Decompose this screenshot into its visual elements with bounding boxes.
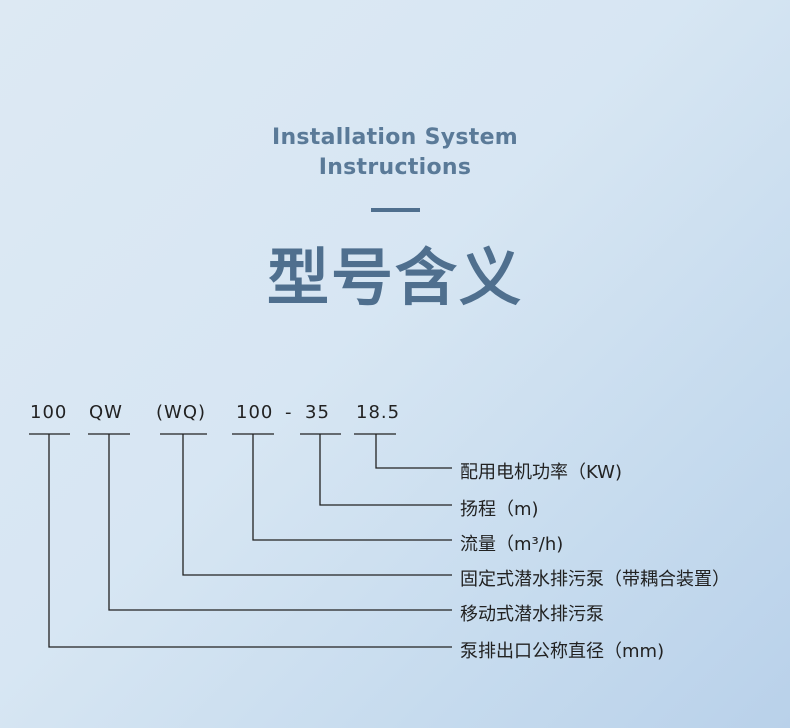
meaning-motor-power: 配用电机功率（KW) (460, 462, 622, 483)
connector-diameter (48, 434, 452, 648)
connector-fixed (182, 434, 452, 576)
connector-flow (252, 434, 452, 541)
subtitle-line-1: Installation System (271, 125, 519, 150)
meaning-fixed-pump: 固定式潜水排污泵（带耦合装置） (460, 569, 730, 590)
meaning-flow: 流量（m³/h) (460, 534, 564, 555)
connector-mobile (108, 434, 452, 611)
subtitle-line-2: Instructions (318, 155, 472, 180)
code-segment-diameter: 100 (30, 402, 68, 423)
code-segment-head: 35 (305, 402, 330, 423)
title-divider (371, 208, 420, 212)
code-segment-power: 18.5 (356, 402, 401, 423)
meaning-mobile-pump: 移动式潜水排污泵 (460, 604, 604, 625)
connector-power (375, 434, 452, 469)
code-segment-qw: QW (89, 402, 123, 423)
meaning-head: 扬程（m) (460, 499, 539, 520)
code-segment-dash: - (285, 402, 293, 423)
code-segment-flow: 100 (236, 402, 274, 423)
meaning-outlet-diameter: 泵排出口公称直径（mm) (460, 641, 665, 662)
code-segment-wq: (WQ) (156, 402, 207, 423)
page-title: 型号含义 (266, 241, 523, 314)
connector-head (319, 434, 452, 506)
